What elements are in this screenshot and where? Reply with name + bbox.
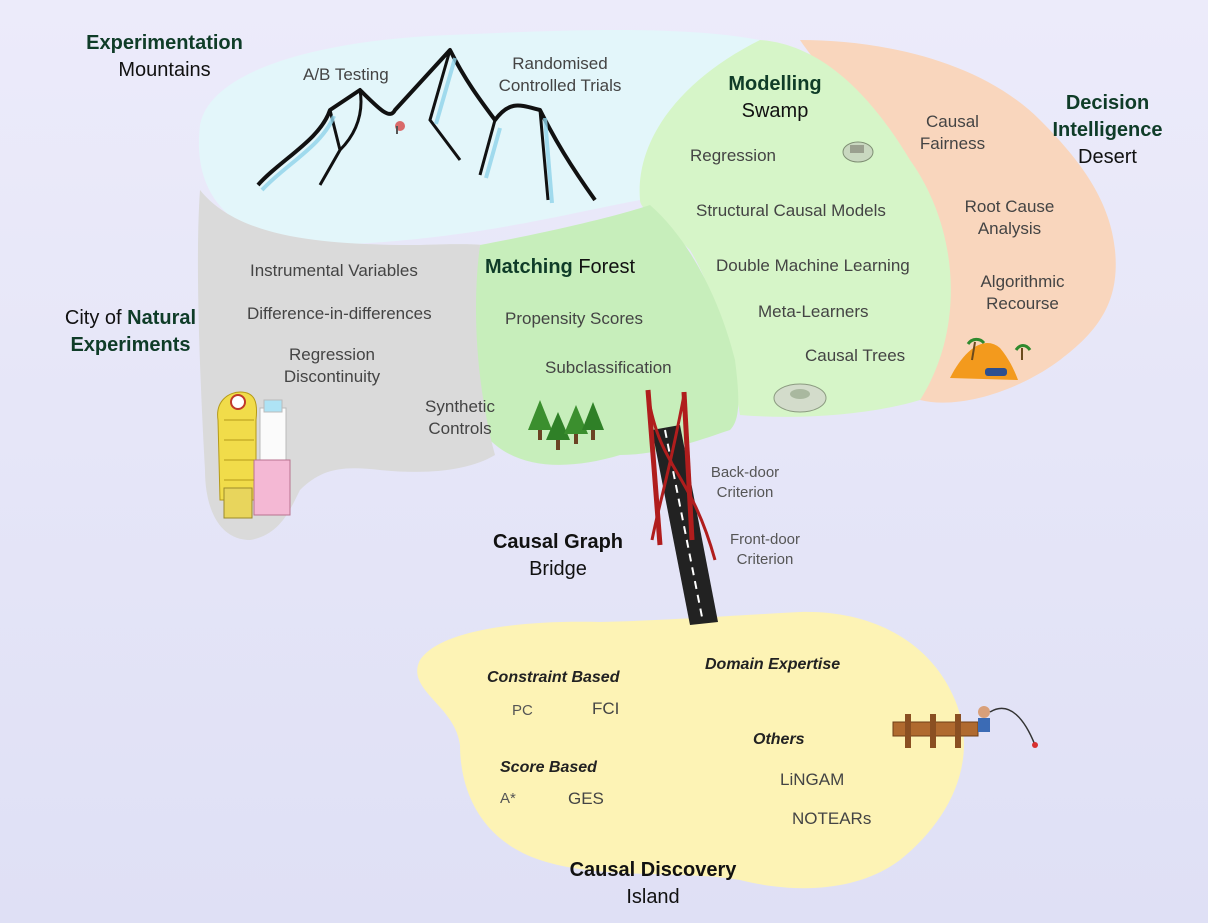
mountain-snow <box>260 57 554 204</box>
fishing-dock-icon <box>892 706 1038 748</box>
swamp-region <box>639 40 951 417</box>
forest-title: Matching Forest <box>485 256 636 278</box>
bridge-icon <box>645 389 718 625</box>
back-door-label: Back-door Criterion <box>710 464 780 501</box>
mountains-title: Experimentation Mountains <box>86 32 243 81</box>
scm-label: Structural Causal Models <box>696 201 886 220</box>
subclassification-label: Subclassification <box>545 358 672 377</box>
instrumental-variables-label: Instrumental Variables <box>250 261 418 280</box>
synthetic-controls-label: Synthetic Controls <box>425 397 495 438</box>
score-based-label: Score Based <box>500 759 597 776</box>
trees-icon <box>528 400 604 450</box>
mountain-outline <box>256 48 597 202</box>
swamp-creature-icon <box>842 141 874 163</box>
island-region <box>417 611 964 889</box>
meta-learners-label: Meta-Learners <box>758 302 869 321</box>
regression-discontinuity-label: Regression Discontinuity <box>283 345 381 386</box>
others-label: Others <box>753 731 805 748</box>
regression-label: Regression <box>690 146 776 165</box>
city-title: City of Natural Experiments <box>64 307 197 356</box>
notears-label: NOTEARs <box>792 809 872 828</box>
domain-expertise-label: Domain Expertise <box>705 656 841 673</box>
front-door-label: Front-door Criterion <box>729 531 801 568</box>
mountains-region <box>198 30 760 245</box>
ges-label: GES <box>568 789 604 808</box>
forest-region <box>474 205 739 465</box>
mountain-ridge <box>318 49 550 201</box>
algorithmic-recourse-label: Algorithmic Recourse <box>980 272 1065 313</box>
desert-oasis-icon <box>950 337 1032 380</box>
root-cause-label: Root Cause Analysis <box>964 197 1055 238</box>
climber-icon <box>395 121 405 134</box>
desert-title: Decision Intelligence Desert <box>1052 92 1163 168</box>
diff-in-diff-label: Difference-in-differences <box>247 304 432 323</box>
pc-label: PC <box>512 702 533 719</box>
rct-label: Randomised Controlled Trials <box>498 54 622 95</box>
island-title: Causal Discovery Island <box>569 859 737 908</box>
dml-label: Double Machine Learning <box>716 256 910 275</box>
ab-testing-label: A/B Testing <box>303 65 389 84</box>
constraint-based-label: Constraint Based <box>487 669 620 686</box>
causal-trees-label: Causal Trees <box>805 346 906 365</box>
propensity-scores-label: Propensity Scores <box>505 309 643 328</box>
swamp-title: Modelling Swamp <box>728 73 822 122</box>
fci-label: FCI <box>592 699 620 718</box>
bridge-title: Causal Graph Bridge <box>492 531 624 580</box>
skyscrapers-icon <box>217 391 291 519</box>
swamp-rock-icon <box>773 383 827 413</box>
lingam-label: LiNGAM <box>780 770 845 789</box>
astar-label: A* <box>500 790 516 807</box>
causal-fairness-label: Causal Fairness <box>919 112 986 153</box>
